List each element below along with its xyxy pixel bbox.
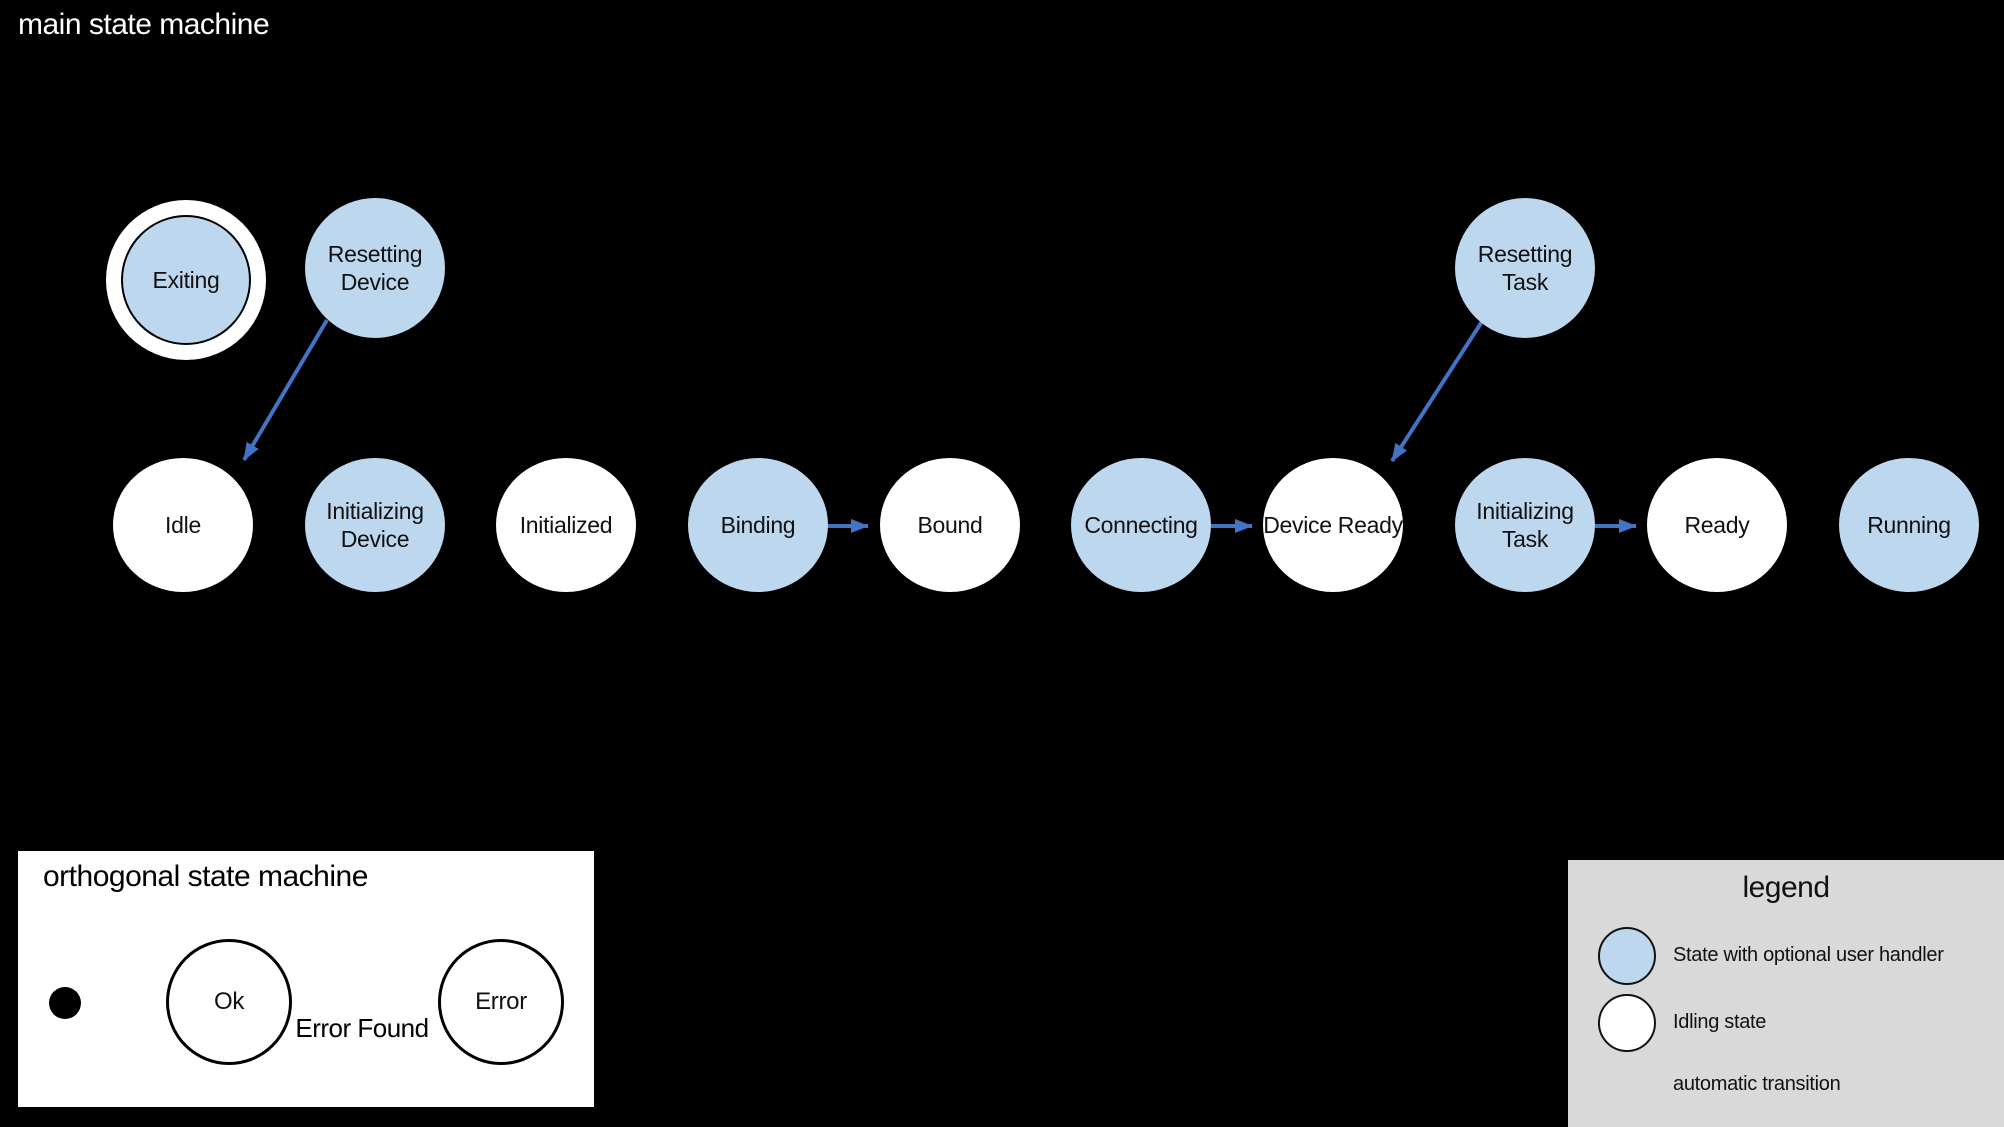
- state-exiting-outer-ring: Exiting: [106, 200, 266, 360]
- legend-panel: legend State with optional user handler …: [1568, 860, 2004, 1127]
- state-ready: Ready: [1647, 458, 1787, 592]
- orthogonal-machine-title: orthogonal state machine: [43, 860, 368, 893]
- legend-item-automatic-transition: automatic transition: [1673, 1073, 1841, 1095]
- main-machine-title: main state machine: [18, 8, 270, 41]
- state-initializing-device: Initializing Device: [305, 458, 445, 592]
- error-found-transition-label: Error Found: [295, 1013, 429, 1043]
- state-ok: Ok: [166, 939, 292, 1065]
- state-resetting-task: Resetting Task: [1455, 198, 1595, 338]
- transition-resetting-device-to-idle: [242, 318, 329, 462]
- state-initialized: Initialized: [496, 458, 636, 592]
- transition-resetting-task-to-device-ready: [1390, 318, 1485, 463]
- state-bound: Bound: [880, 458, 1020, 592]
- orthogonal-machine-panel: orthogonal state machine: [18, 851, 594, 1107]
- state-running: Running: [1839, 458, 1979, 592]
- state-device-ready: Device Ready: [1263, 458, 1403, 592]
- state-resetting-device: Resetting Device: [305, 198, 445, 338]
- state-connecting: Connecting: [1071, 458, 1211, 592]
- state-initializing-task: Initializing Task: [1455, 458, 1595, 592]
- legend-item-idling-state: Idling state: [1673, 1011, 1767, 1033]
- legend-item-handler-state: State with optional user handler: [1673, 944, 1944, 966]
- legend-title: legend: [1742, 871, 1830, 904]
- state-idle: Idle: [113, 458, 253, 592]
- idling-state-swatch-icon: [1598, 994, 1656, 1052]
- state-binding: Binding: [688, 458, 828, 592]
- state-exiting: Exiting: [121, 215, 251, 345]
- state-error: Error: [438, 939, 564, 1065]
- initial-state-dot: [49, 987, 81, 1019]
- handler-state-swatch-icon: [1598, 927, 1656, 985]
